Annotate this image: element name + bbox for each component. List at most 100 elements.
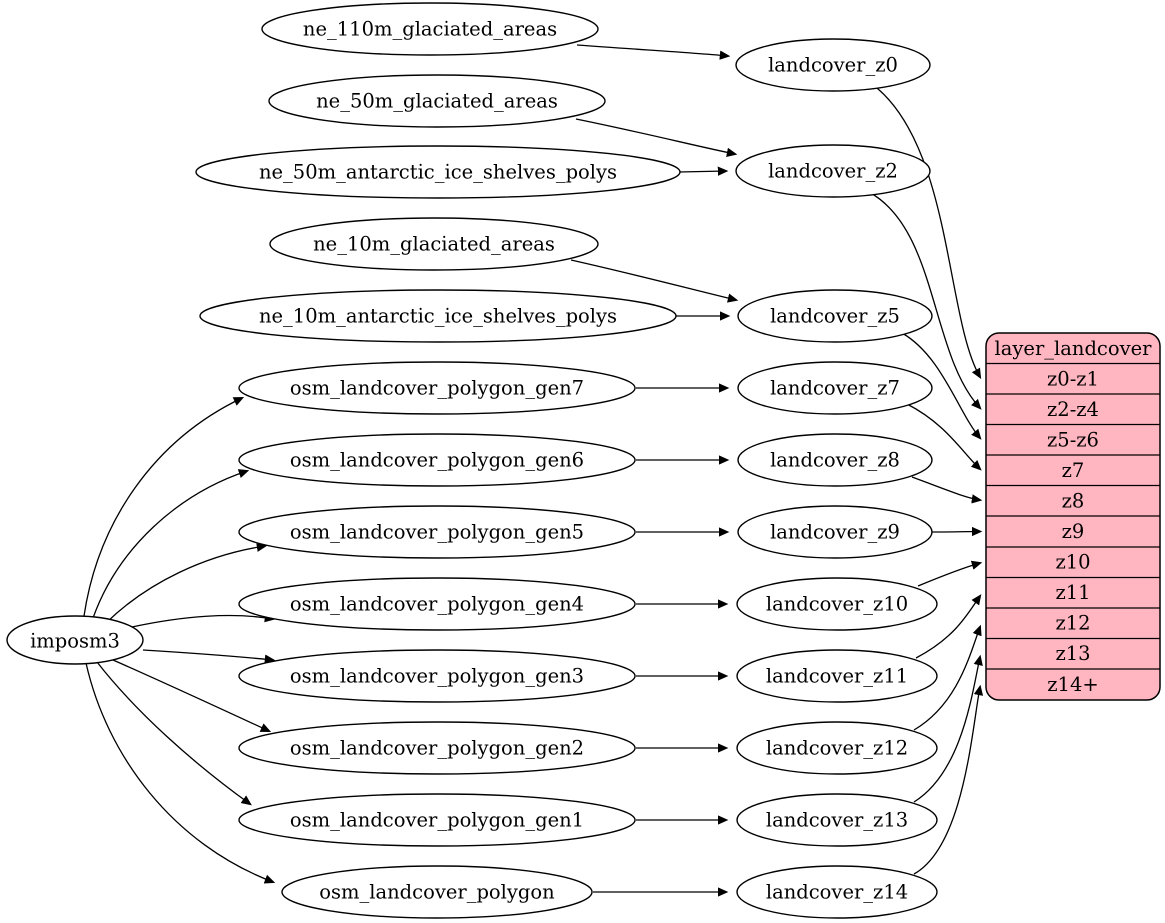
node-imposm3: imposm3: [6, 615, 144, 665]
node-osm-landcover-polygon-gen5: osm_landcover_polygon_gen5: [238, 505, 636, 559]
edge-landcover_z11-record-z11: [915, 594, 982, 659]
node-ne-50m-glaciated-areas: ne_50m_glaciated_areas: [268, 74, 606, 128]
node-shape: [238, 433, 636, 487]
edge-landcover_z10-record-z10: [917, 560, 983, 587]
node-label: imposm3: [30, 630, 120, 653]
record-row-z9: z9: [1062, 520, 1085, 543]
node-shape: [195, 145, 681, 199]
node-label: ne_10m_glaciated_areas: [313, 233, 555, 256]
node-label: osm_landcover_polygon_gen3: [290, 665, 584, 688]
node-label: ne_50m_glaciated_areas: [316, 90, 558, 113]
node-shape: [238, 793, 636, 847]
edge-imposm3-osm_landcover_polygon_gen4: [131, 612, 276, 628]
node-label: osm_landcover_polygon: [319, 881, 555, 904]
node-label: landcover_z14: [766, 881, 908, 904]
node-shape: [735, 38, 931, 92]
node-label: landcover_z9: [770, 521, 900, 544]
node-shape: [737, 433, 933, 487]
record-row-z10: z10: [1055, 551, 1090, 574]
node-shape: [238, 361, 636, 415]
edge-imposm3-osm_landcover_polygon_gen2: [112, 659, 272, 732]
node-shape: [736, 649, 938, 703]
edge-landcover_z5-record-z5-z6: [901, 332, 982, 440]
record-layer-landcover: layer_landcover z0-z1 z2-z4 z5-z6 z7 z8 …: [985, 332, 1161, 701]
node-shape: [261, 2, 599, 56]
node-shape: [238, 577, 636, 631]
node-shape: [737, 505, 933, 559]
node-shape: [238, 721, 636, 775]
node-landcover-z11: landcover_z11: [736, 649, 938, 703]
record-row-z7: z7: [1062, 459, 1085, 482]
node-label: osm_landcover_polygon_gen6: [290, 449, 584, 472]
edge-landcover_z8-record-z8: [911, 476, 983, 504]
node-label: ne_110m_glaciated_areas: [303, 18, 557, 41]
node-landcover-z12: landcover_z12: [736, 721, 938, 775]
node-landcover-z13: landcover_z13: [736, 793, 938, 847]
record-row-z0-z1: z0-z1: [1047, 368, 1099, 391]
node-shape: [269, 217, 599, 271]
node-shape: [238, 649, 636, 703]
node-shape: [281, 865, 593, 919]
node-ne-10m-glaciated-areas: ne_10m_glaciated_areas: [269, 217, 599, 271]
node-landcover-z10: landcover_z10: [736, 577, 938, 631]
node-osm-landcover-polygon-gen3: osm_landcover_polygon_gen3: [238, 649, 636, 703]
record-title: layer_landcover: [995, 337, 1153, 360]
record-row-z8: z8: [1062, 490, 1085, 513]
node-landcover-z5: landcover_z5: [737, 289, 933, 343]
node-shape: [736, 577, 938, 631]
node-shape: [737, 361, 933, 415]
node-landcover-z7: landcover_z7: [737, 361, 933, 415]
edge-imposm3-osm_landcover_polygon_gen6: [92, 469, 250, 619]
node-landcover-z8: landcover_z8: [737, 433, 933, 487]
record-row-z13: z13: [1055, 642, 1090, 665]
node-landcover-z9: landcover_z9: [737, 505, 933, 559]
edge-imposm3-osm_landcover_polygon_gen7: [83, 396, 245, 617]
node-label: osm_landcover_polygon_gen1: [290, 809, 584, 832]
node-shape: [737, 289, 933, 343]
edge-imposm3-osm_landcover_polygon_gen5: [105, 542, 268, 624]
node-label: osm_landcover_polygon_gen7: [290, 377, 584, 400]
edge-landcover_z7-record-z7: [906, 403, 982, 471]
node-osm-landcover-polygon: osm_landcover_polygon: [281, 865, 593, 919]
node-landcover-z14: landcover_z14: [736, 865, 938, 919]
edge-ne_50m_antarctic_ice_shelves_polys-landcover_z2: [678, 166, 729, 176]
node-shape: [736, 721, 938, 775]
node-label: osm_landcover_polygon_gen2: [290, 737, 584, 760]
edge-ne_110m_glaciated_areas-landcover_z0: [576, 44, 731, 60]
node-label: landcover_z0: [768, 54, 898, 77]
edge-landcover_z12-record-z12: [913, 624, 982, 731]
node-label: landcover_z5: [770, 305, 900, 328]
edge-imposm3-osm_landcover_polygon_gen1: [96, 661, 252, 806]
node-shape: [6, 615, 144, 665]
node-osm-landcover-polygon-gen1: osm_landcover_polygon_gen1: [238, 793, 636, 847]
node-ne-10m-antarctic-ice-shelves-polys: ne_10m_antarctic_ice_shelves_polys: [199, 289, 677, 343]
edge-imposm3-osm_landcover_polygon_gen3: [142, 649, 276, 664]
edge-landcover_z14-record-z14plus: [913, 684, 984, 875]
edge-imposm3-osm_landcover_polygon: [85, 662, 276, 884]
edge-landcover_z0-record-z0-z1: [876, 87, 982, 380]
node-shape: [238, 505, 636, 559]
node-label: landcover_z10: [766, 593, 908, 616]
record-row-z5-z6: z5-z6: [1047, 429, 1099, 452]
node-label: landcover_z11: [766, 665, 908, 688]
node-label: ne_10m_antarctic_ice_shelves_polys: [259, 305, 617, 328]
node-label: osm_landcover_polygon_gen4: [290, 593, 584, 616]
record-row-z11: z11: [1055, 581, 1090, 604]
node-shape: [735, 144, 931, 198]
node-landcover-z0: landcover_z0: [735, 38, 931, 92]
node-label: ne_50m_antarctic_ice_shelves_polys: [259, 161, 617, 184]
node-osm-landcover-polygon-gen2: osm_landcover_polygon_gen2: [238, 721, 636, 775]
node-shape: [736, 793, 938, 847]
node-landcover-z2: landcover_z2: [735, 144, 931, 198]
edge-landcover_z2-record-z2-z4: [868, 191, 982, 410]
node-label: osm_landcover_polygon_gen5: [290, 521, 584, 544]
edge-landcover_z13-record-z13: [913, 654, 983, 803]
record-row-z12: z12: [1055, 612, 1090, 635]
edge-ne_10m_glaciated_areas-landcover_z5: [570, 259, 739, 303]
node-osm-landcover-polygon-gen4: osm_landcover_polygon_gen4: [238, 577, 636, 631]
node-label: landcover_z7: [770, 377, 900, 400]
node-osm-landcover-polygon-gen6: osm_landcover_polygon_gen6: [238, 433, 636, 487]
record-row-z14plus: z14+: [1047, 673, 1098, 696]
